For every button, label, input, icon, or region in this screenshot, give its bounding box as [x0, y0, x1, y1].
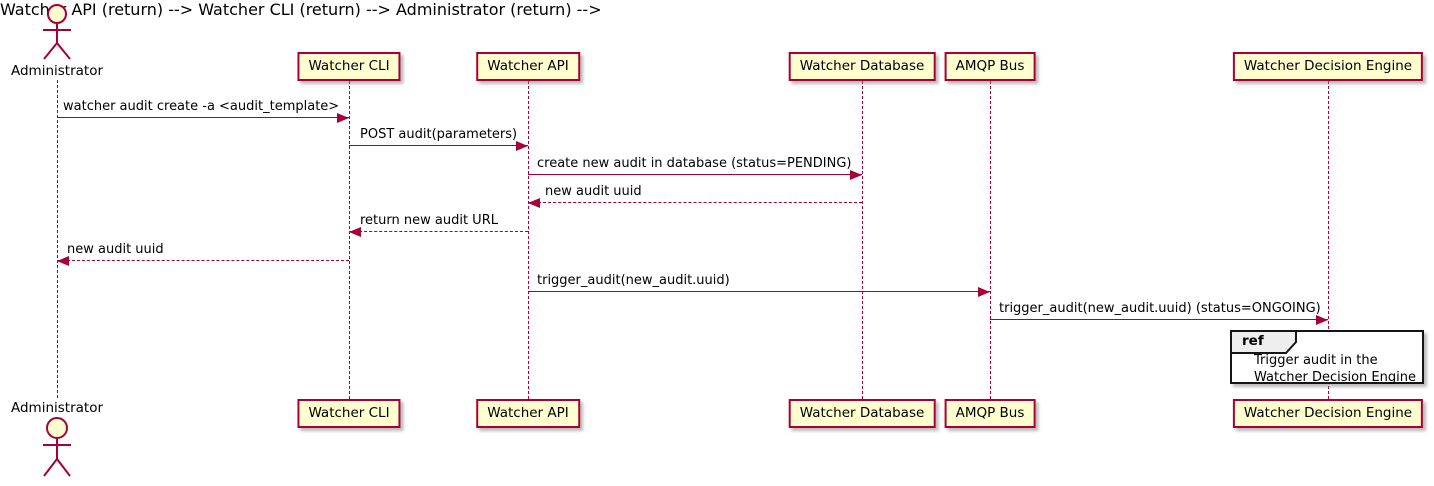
message-2-label: POST audit(parameters): [360, 127, 518, 142]
message-5-label: return new audit URL: [360, 213, 498, 228]
message-8-line: [990, 319, 1328, 320]
message-7-label: trigger_audit(new_audit.uuid): [537, 273, 730, 288]
lifeline-watcher-api: [528, 81, 529, 399]
message-4-label: new audit uuid: [545, 184, 642, 199]
participant-top-watcher-decision-engine: Watcher Decision Engine: [1232, 52, 1424, 81]
lifeline-watcher-cli: [349, 81, 350, 399]
message-3-arrowhead: [850, 169, 862, 180]
message-4-arrowhead: [528, 197, 540, 208]
participant-top-amqp-bus: AMQP Bus: [944, 52, 1036, 81]
message-5-line: [349, 231, 528, 232]
message-2-line: [349, 145, 528, 146]
participant-bottom-watcher-api: Watcher API: [476, 399, 580, 428]
message-5-arrowhead: [349, 226, 361, 237]
lifeline-watcher-database: [862, 81, 863, 399]
message-3-label: create new audit in database (status=PEN…: [537, 156, 852, 171]
message-6-label: new audit uuid: [67, 242, 164, 257]
message-6-line: [57, 260, 349, 261]
message-8-arrowhead: [1316, 314, 1328, 325]
actor-label-bottom: Administrator: [10, 400, 104, 416]
participant-top-watcher-api: Watcher API: [476, 52, 580, 81]
message-1-arrowhead: [337, 112, 349, 123]
message-7-arrowhead: [978, 286, 990, 297]
message-6-arrowhead: [57, 255, 69, 266]
message-1-label: watcher audit create -a <audit_template>: [63, 99, 340, 114]
message-1-line: [57, 117, 349, 118]
ref-text-line1: Trigger audit in the: [1254, 353, 1378, 368]
lifeline-amqp-bus: [990, 81, 991, 399]
message-7-line: [528, 291, 990, 292]
message-3-line: [528, 174, 862, 175]
participant-bottom-watcher-cli: Watcher CLI: [297, 399, 401, 428]
ref-fragment: ref Trigger audit in the Watcher Decisio…: [1230, 330, 1424, 386]
actor-label-top: Administrator: [10, 63, 104, 79]
message-2-arrowhead: [516, 140, 528, 151]
ref-keyword: ref: [1242, 333, 1264, 349]
ref-text: Trigger audit in the Watcher Decision En…: [1254, 352, 1416, 386]
ref-tab-shape: [1230, 330, 1297, 354]
participant-top-watcher-cli: Watcher CLI: [297, 52, 401, 81]
lifeline-watcher-decision-engine: [1328, 81, 1329, 399]
actor-figure-bottom: [43, 417, 71, 477]
participant-bottom-watcher-database: Watcher Database: [788, 399, 936, 428]
participant-top-watcher-database: Watcher Database: [788, 52, 936, 81]
actor-figure-top: [43, 4, 71, 60]
participant-bottom-watcher-decision-engine: Watcher Decision Engine: [1232, 399, 1424, 428]
ref-text-line2: Watcher Decision Engine: [1254, 370, 1416, 385]
lifeline-administrator: [57, 80, 58, 398]
participant-bottom-amqp-bus: AMQP Bus: [944, 399, 1036, 428]
message-4-line: [528, 202, 862, 203]
message-8-label: trigger_audit(new_audit.uuid) (status=ON…: [999, 301, 1321, 316]
